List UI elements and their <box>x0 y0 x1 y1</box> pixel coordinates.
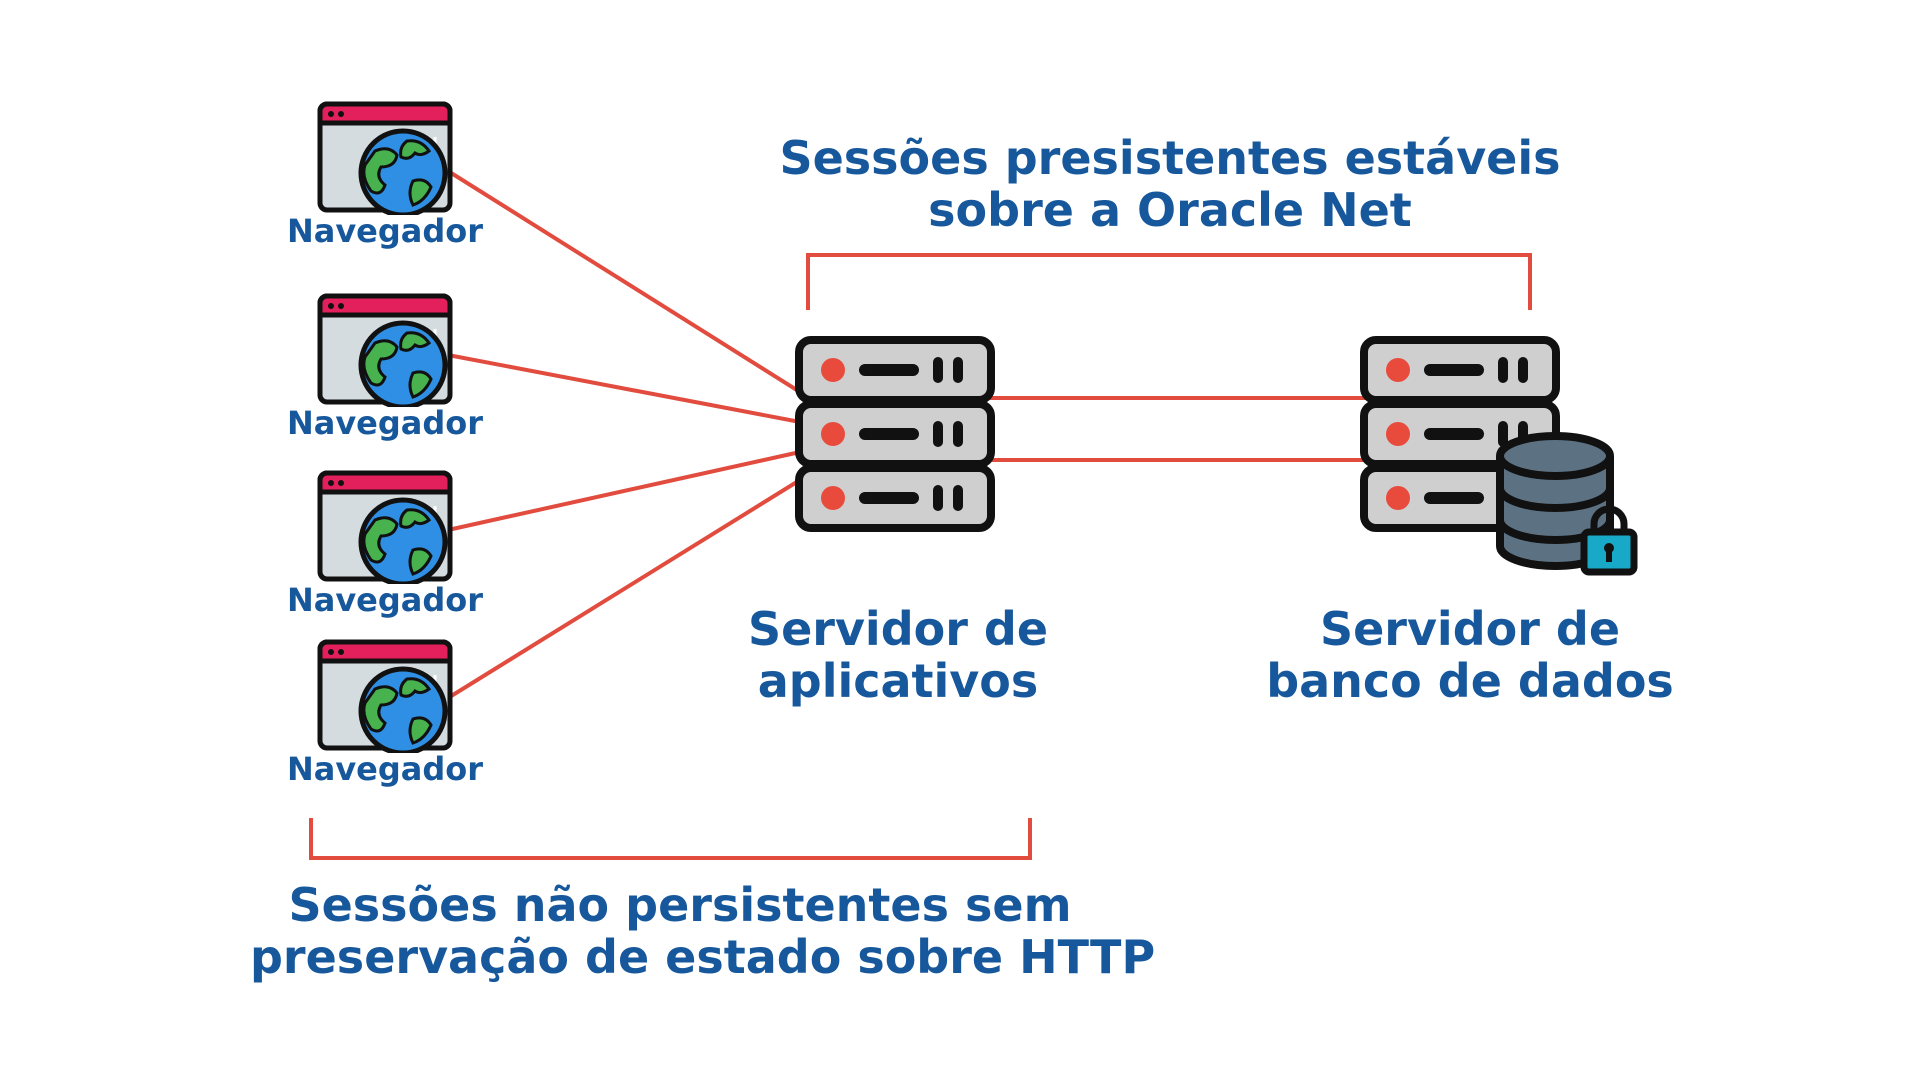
app-server-label-line2: aplicativos <box>757 653 1039 708</box>
db-server-label-line1: Servidor de <box>1319 602 1621 656</box>
browser-1-to-app-line <box>446 169 802 394</box>
top-caption: Sessões presistentes estáveis sobre a Or… <box>760 131 1580 237</box>
browser-3-to-app-line <box>447 450 801 532</box>
browser-icon-2 <box>317 293 453 412</box>
bottom-bracket <box>309 818 1032 860</box>
top-caption-line1: Sessões presistentes estáveis <box>779 131 1561 185</box>
browser-label-2: Navegador <box>286 404 484 442</box>
bottom-caption-line1: Sessões não persistentes sem <box>288 878 1072 932</box>
db-server-icon <box>1360 336 1660 591</box>
db-server-label-line2: banco de dados <box>1266 653 1674 708</box>
bottom-caption-line2: preservação de estado sobre HTTP <box>250 929 1156 984</box>
browser-label-1: Navegador <box>286 212 484 250</box>
top-bracket <box>806 253 1532 310</box>
top-caption-line2: sobre a Oracle Net <box>928 182 1412 237</box>
app-server-label: Servidor de aplicativos <box>693 602 1103 708</box>
browser-label-3: Navegador <box>286 581 484 619</box>
browser-label-4: Navegador <box>286 750 484 788</box>
app-server-label-line1: Servidor de <box>747 602 1049 656</box>
browser-4-to-app-line <box>446 478 802 700</box>
browser-2-to-app-line <box>447 353 801 424</box>
browser-icon-3 <box>317 470 453 589</box>
app-server-icon <box>795 336 995 541</box>
browser-icon-4 <box>317 639 453 758</box>
db-server-label: Servidor de banco de dados <box>1245 602 1695 708</box>
bottom-caption: Sessões não persistentes sem preservação… <box>250 878 1156 984</box>
browser-icon-1 <box>317 101 453 220</box>
